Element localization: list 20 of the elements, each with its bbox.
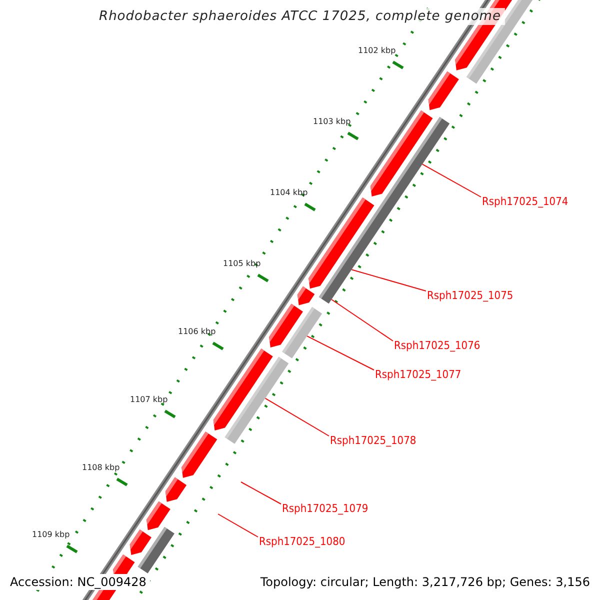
gene-label: Rsph17025_1075: [427, 290, 514, 301]
leader-line: [351, 269, 426, 292]
leader-line: [331, 299, 394, 342]
gene-label: Rsph17025_1080: [259, 536, 346, 547]
scale-label: 1107 kbp: [130, 396, 168, 404]
scale-label: 1102 kbp: [358, 47, 396, 55]
gene-label: Rsph17025_1079: [282, 503, 368, 514]
leader-line: [306, 336, 374, 370]
gene-label: Rsph17025_1076: [394, 340, 480, 351]
leader-line: [218, 514, 258, 538]
leader-line: [264, 398, 330, 436]
gene-label: Rsph17025_1077: [375, 369, 462, 380]
leader-line: [422, 164, 482, 198]
scale-label: 1109 kbp: [32, 531, 70, 539]
scale-label: 1105 kbp: [223, 260, 261, 268]
gene-label: Rsph17025_1078: [330, 435, 416, 446]
scale-label: 1103 kbp: [313, 118, 351, 126]
scale-label: 1108 kbp: [82, 464, 120, 472]
leader-line: [240, 482, 282, 504]
gene-label: Rsph17025_1074: [482, 196, 568, 207]
